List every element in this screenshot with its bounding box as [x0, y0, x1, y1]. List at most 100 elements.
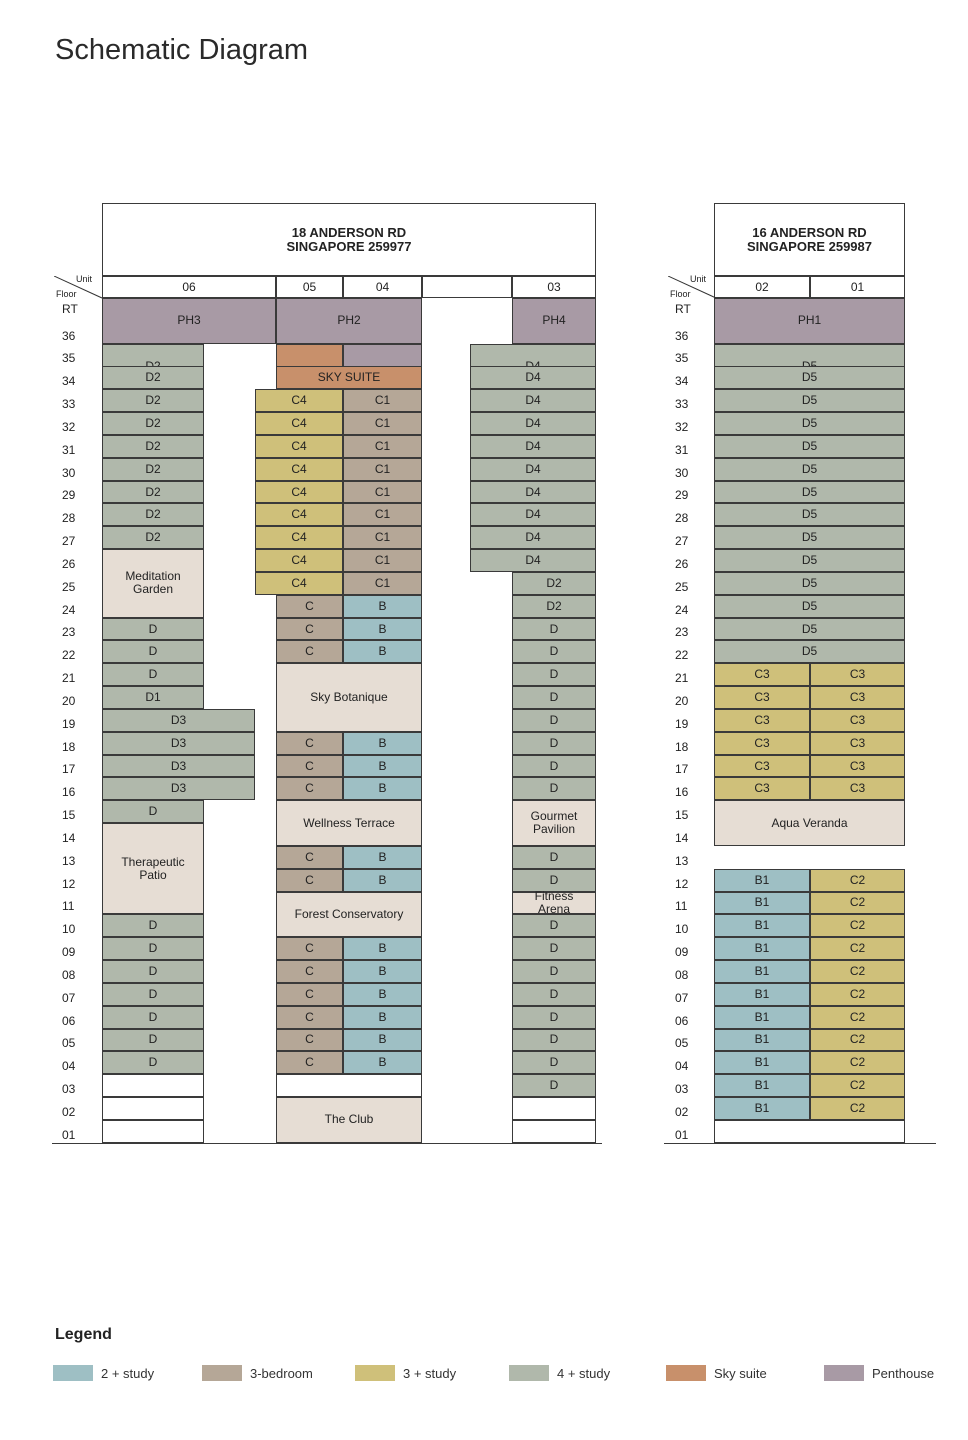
floor-label-18: 28: [62, 511, 76, 526]
unit-cell: D4: [470, 434, 596, 458]
unit-cell: C3: [810, 708, 905, 732]
unit-cell: D5: [714, 549, 905, 572]
facility-meditation-garden: Meditation Garden: [102, 549, 204, 618]
floor-label-18: 36: [62, 328, 76, 343]
unit-cell: B1: [714, 982, 810, 1006]
unit-cell: C: [276, 594, 343, 618]
unit-cell: D: [512, 1051, 596, 1075]
unit-cell: C4: [255, 434, 343, 458]
floor-label-18: 30: [62, 465, 76, 480]
floor-label-16: 23: [675, 625, 689, 640]
unit-cell: D: [102, 1028, 204, 1052]
unit-cell: D2: [102, 480, 204, 504]
unit-cell: B: [343, 754, 422, 778]
legend-swatch: [509, 1365, 549, 1381]
unit-cell: C2: [810, 1074, 905, 1098]
unit-cell: C3: [714, 754, 810, 778]
unit-cell: D4: [470, 503, 596, 527]
unit-cell: D4: [470, 549, 596, 572]
unit-cell: D5: [714, 434, 905, 458]
unit-cell: B1: [714, 937, 810, 961]
unit-cell: C2: [810, 1097, 905, 1120]
unit-cell: B: [343, 617, 422, 641]
legend-swatch: [53, 1365, 93, 1381]
facility-wellness-terrace: Wellness Terrace: [276, 800, 422, 846]
unit-cell: D: [512, 777, 596, 801]
floor-label-16: 36: [675, 328, 689, 343]
corner-diagonal: [668, 276, 717, 299]
floor-label-18: 19: [62, 716, 76, 731]
ground-line: [664, 1142, 936, 1144]
unit-cell: C: [276, 640, 343, 664]
floor-label-16: 31: [675, 442, 689, 457]
unit-cell: D: [512, 960, 596, 983]
floor-label-16: 08: [675, 967, 689, 982]
empty-cell: [512, 1097, 596, 1120]
unit-cell: C3: [810, 663, 905, 687]
facility-aqua-veranda: Aqua Veranda: [714, 800, 905, 846]
facility-fitness-arena: Fitness Arena: [512, 890, 596, 915]
unit-cell: C: [276, 868, 343, 892]
unit-cell: C2: [810, 1005, 905, 1029]
unit-cell: D: [512, 937, 596, 961]
floor-label-16: 30: [675, 465, 689, 480]
unit-cell: D: [512, 914, 596, 938]
legend-swatch: [824, 1365, 864, 1381]
unit-cell: B: [343, 731, 422, 755]
empty-cell: [102, 1119, 204, 1143]
unit-cell: C: [276, 845, 343, 869]
unit-cell: D: [102, 640, 204, 664]
unit-cell: C4: [255, 526, 343, 550]
unit-cell: C4: [255, 571, 343, 595]
unit-cell: B1: [714, 1028, 810, 1052]
sky-suite-cell: SKY SUITE: [276, 366, 422, 390]
unit-cell: D: [512, 754, 596, 778]
unit-column-03: 03: [512, 276, 596, 298]
unit-cell: C3: [810, 686, 905, 709]
floor-label-18: 09: [62, 945, 76, 960]
unit-cell: C1: [343, 480, 422, 504]
unit-column-04: 04: [343, 276, 422, 298]
floor-label-16: 15: [675, 808, 689, 823]
unit-cell: D4: [470, 366, 596, 390]
floor-label-16: 04: [675, 1059, 689, 1074]
floor-label-16: 02: [675, 1104, 689, 1119]
facility-gourmet-pavilion: Gourmet Pavilion: [512, 800, 596, 846]
unit-cell: D2: [102, 457, 204, 481]
unit-cell: B1: [714, 914, 810, 938]
floor-label-16: 11: [675, 899, 688, 914]
unit-cell: C2: [810, 937, 905, 961]
unit-column-01: 01: [810, 276, 905, 298]
unit-column-02: 02: [714, 276, 810, 298]
unit-cell: B: [343, 640, 422, 664]
building-18-address: 18 ANDERSON RD SINGAPORE 259977: [102, 203, 596, 276]
floor-label-16: 35: [675, 351, 689, 366]
legend-item: Sky suite: [666, 1365, 767, 1381]
floor-label-18: 16: [62, 785, 76, 800]
ground-line: [52, 1142, 602, 1144]
floor-label-16: 07: [675, 990, 689, 1005]
unit-cell: D5: [714, 594, 905, 618]
unit-cell: B: [343, 777, 422, 801]
floor-label-16: RT: [675, 302, 691, 316]
facility-sky-botanique: Sky Botanique: [276, 663, 422, 732]
unit-cell: D3: [102, 731, 255, 755]
unit-cell: C4: [255, 457, 343, 481]
unit-cell: C4: [255, 412, 343, 435]
floor-label-16: 18: [675, 739, 689, 754]
empty-cell: [714, 1119, 905, 1143]
floor-label-16: 14: [675, 830, 689, 845]
unit-cell: C1: [343, 457, 422, 481]
unit-cell: D4: [470, 480, 596, 504]
unit-cell: B1: [714, 1051, 810, 1075]
unit-cell: B: [343, 1005, 422, 1029]
unit-cell: C2: [810, 914, 905, 938]
unit-cell: C3: [810, 731, 905, 755]
penthouse-cell: PH1: [714, 298, 905, 344]
unit-cell: D3: [102, 708, 255, 732]
floor-label-16: 25: [675, 579, 689, 594]
unit-cell: C4: [255, 503, 343, 527]
unit-cell: D2: [102, 434, 204, 458]
unit-cell: D2: [102, 503, 204, 527]
